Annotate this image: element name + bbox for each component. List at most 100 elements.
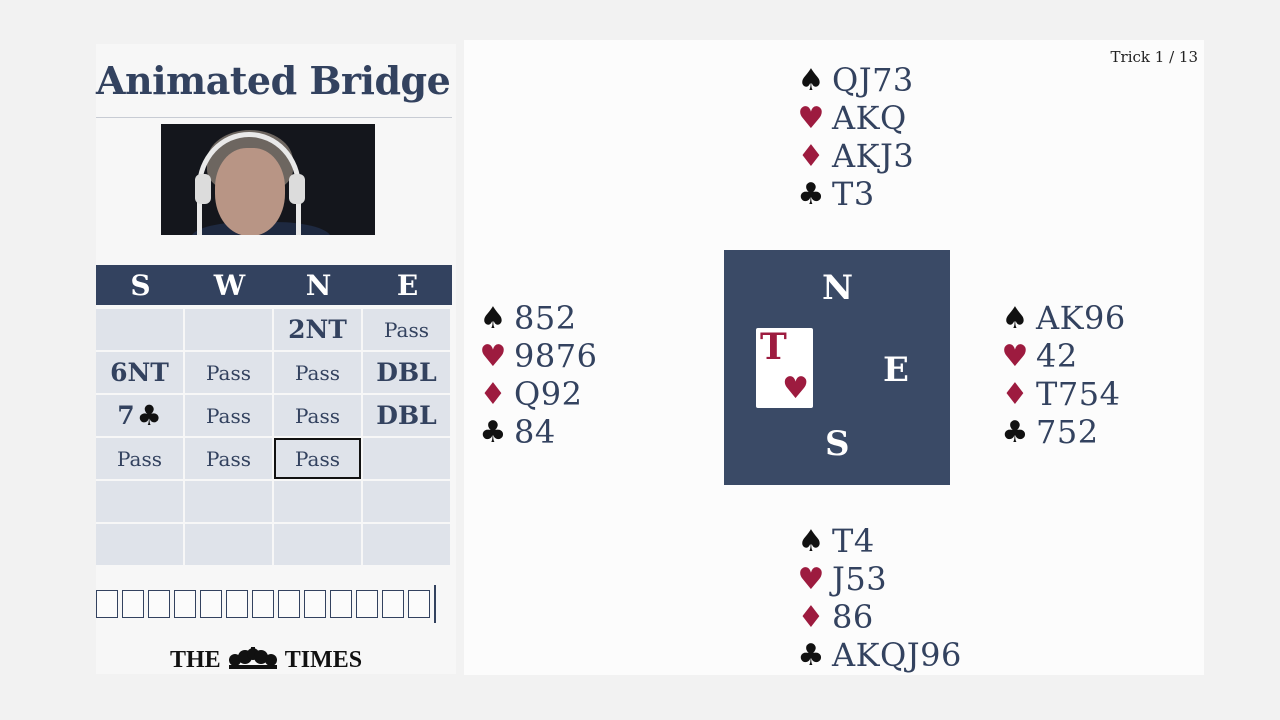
bid-cell: Pass [185,438,272,479]
bid-text: Pass [294,403,340,428]
spade-icon: ♠ [797,62,825,98]
app-title: Animated Bridge [96,58,451,103]
south-diamonds-row: ♦86 [790,598,962,636]
trick-box [226,590,248,618]
west-hearts-row: ♥9876 [472,337,597,375]
east-clubs-cards[interactable]: 752 [1036,413,1099,451]
diamond-icon: ♦ [797,599,825,635]
bid-cell [96,481,183,522]
west-clubs-cards[interactable]: 84 [514,413,556,451]
west-hearts-cards[interactable]: 9876 [514,337,598,375]
card-table: N E S T ♥ [724,250,950,485]
north-spades-cards[interactable]: QJ73 [832,61,914,99]
west-spades-cards[interactable]: 852 [514,299,577,337]
east-diamonds-row: ♦T754 [994,375,1126,413]
heart-icon: ♥ [797,561,825,597]
bid-cell: Pass [96,438,183,479]
east-clubs-row: ♣752 [994,413,1126,451]
bid-cell [274,481,361,522]
compass-east: E [883,350,909,390]
trick-box [408,590,430,618]
heart-icon: ♥ [479,338,507,374]
bid-cell: 2NT [274,309,361,350]
club-icon: ♣ [136,399,162,432]
current-bid-cell: Pass [274,438,361,479]
north-diamonds-cards[interactable]: AKJ3 [832,137,915,175]
trick-box [252,590,274,618]
bid-cell [363,524,450,565]
publisher-logo-times: TIMES [284,646,363,673]
west-diamonds-row: ♦Q92 [472,375,597,413]
bid-text: Pass [205,446,251,471]
bid-cell: 7♣ [96,395,183,436]
spade-icon: ♠ [479,300,507,336]
west-diamonds-cards[interactable]: Q92 [514,375,583,413]
trick-box [148,590,170,618]
headphone-right-cup [289,174,305,204]
seat-header-west: W [213,268,246,302]
hand-south: ♠T4♥J53♦86♣AKQJ96 [790,522,962,674]
played-card-rank: T [760,326,787,368]
bid-cell [185,309,272,350]
seat-header-south: S [130,268,151,302]
north-spades-row: ♠QJ73 [790,61,914,99]
bid-cell [363,481,450,522]
south-clubs-cards[interactable]: AKQJ96 [832,636,962,674]
diamond-icon: ♦ [797,138,825,174]
south-hearts-cards[interactable]: J53 [832,560,888,598]
bid-cell: Pass [363,309,450,350]
trick-counter: Trick 1 / 13 [1110,48,1198,66]
east-hearts-cards[interactable]: 42 [1036,337,1078,375]
bid-cell: Pass [185,352,272,393]
club-icon: ♣ [797,176,825,212]
bid-text: Pass [205,403,251,428]
played-card: T ♥ [756,326,813,408]
north-hearts-cards[interactable]: AKQ [832,99,907,137]
south-clubs-row: ♣AKQJ96 [790,636,962,674]
bid-cell [96,309,183,350]
heart-icon: ♥ [782,371,809,406]
trick-box [174,590,196,618]
south-diamonds-cards[interactable]: 86 [832,598,874,636]
bid-cell: 6NT [96,352,183,393]
royal-crest-icon [228,647,277,669]
bid-cell: DBL [363,395,450,436]
spade-icon: ♠ [1001,300,1029,336]
bid-text: DBL [376,358,437,387]
title-divider [96,117,452,118]
compass-north: N [822,268,854,308]
bid-cell: DBL [363,352,450,393]
bid-cell [96,524,183,565]
bid-cell [274,524,361,565]
east-spades-row: ♠AK96 [994,299,1126,337]
east-diamonds-cards[interactable]: T754 [1036,375,1121,413]
trick-tally-marker [434,585,436,623]
north-diamonds-row: ♦AKJ3 [790,137,914,175]
west-clubs-row: ♣84 [472,413,597,451]
bid-text: 6NT [110,358,169,387]
compass-south: S [825,424,850,464]
trick-box [330,590,352,618]
publisher-logo: THE TIMES [170,645,362,675]
bid-text: DBL [376,401,437,430]
bid-cell: Pass [274,352,361,393]
diamond-icon: ♦ [479,376,507,412]
trick-box [278,590,300,618]
bid-text: Pass [383,317,429,342]
trick-box [304,590,326,618]
north-clubs-cards[interactable]: T3 [832,175,875,213]
seat-header-east: E [396,268,419,302]
bid-text: Pass [294,360,340,385]
trick-box [122,590,144,618]
trick-box [382,590,404,618]
club-icon: ♣ [479,414,507,450]
bid-cell [185,524,272,565]
bid-cell [363,438,450,479]
south-spades-cards[interactable]: T4 [832,522,875,560]
presenter-video [161,124,375,235]
headphones-icon [197,132,301,235]
heart-icon: ♥ [1001,338,1029,374]
bid-text: 2NT [288,315,347,344]
club-icon: ♣ [1001,414,1029,450]
east-spades-cards[interactable]: AK96 [1036,299,1126,337]
